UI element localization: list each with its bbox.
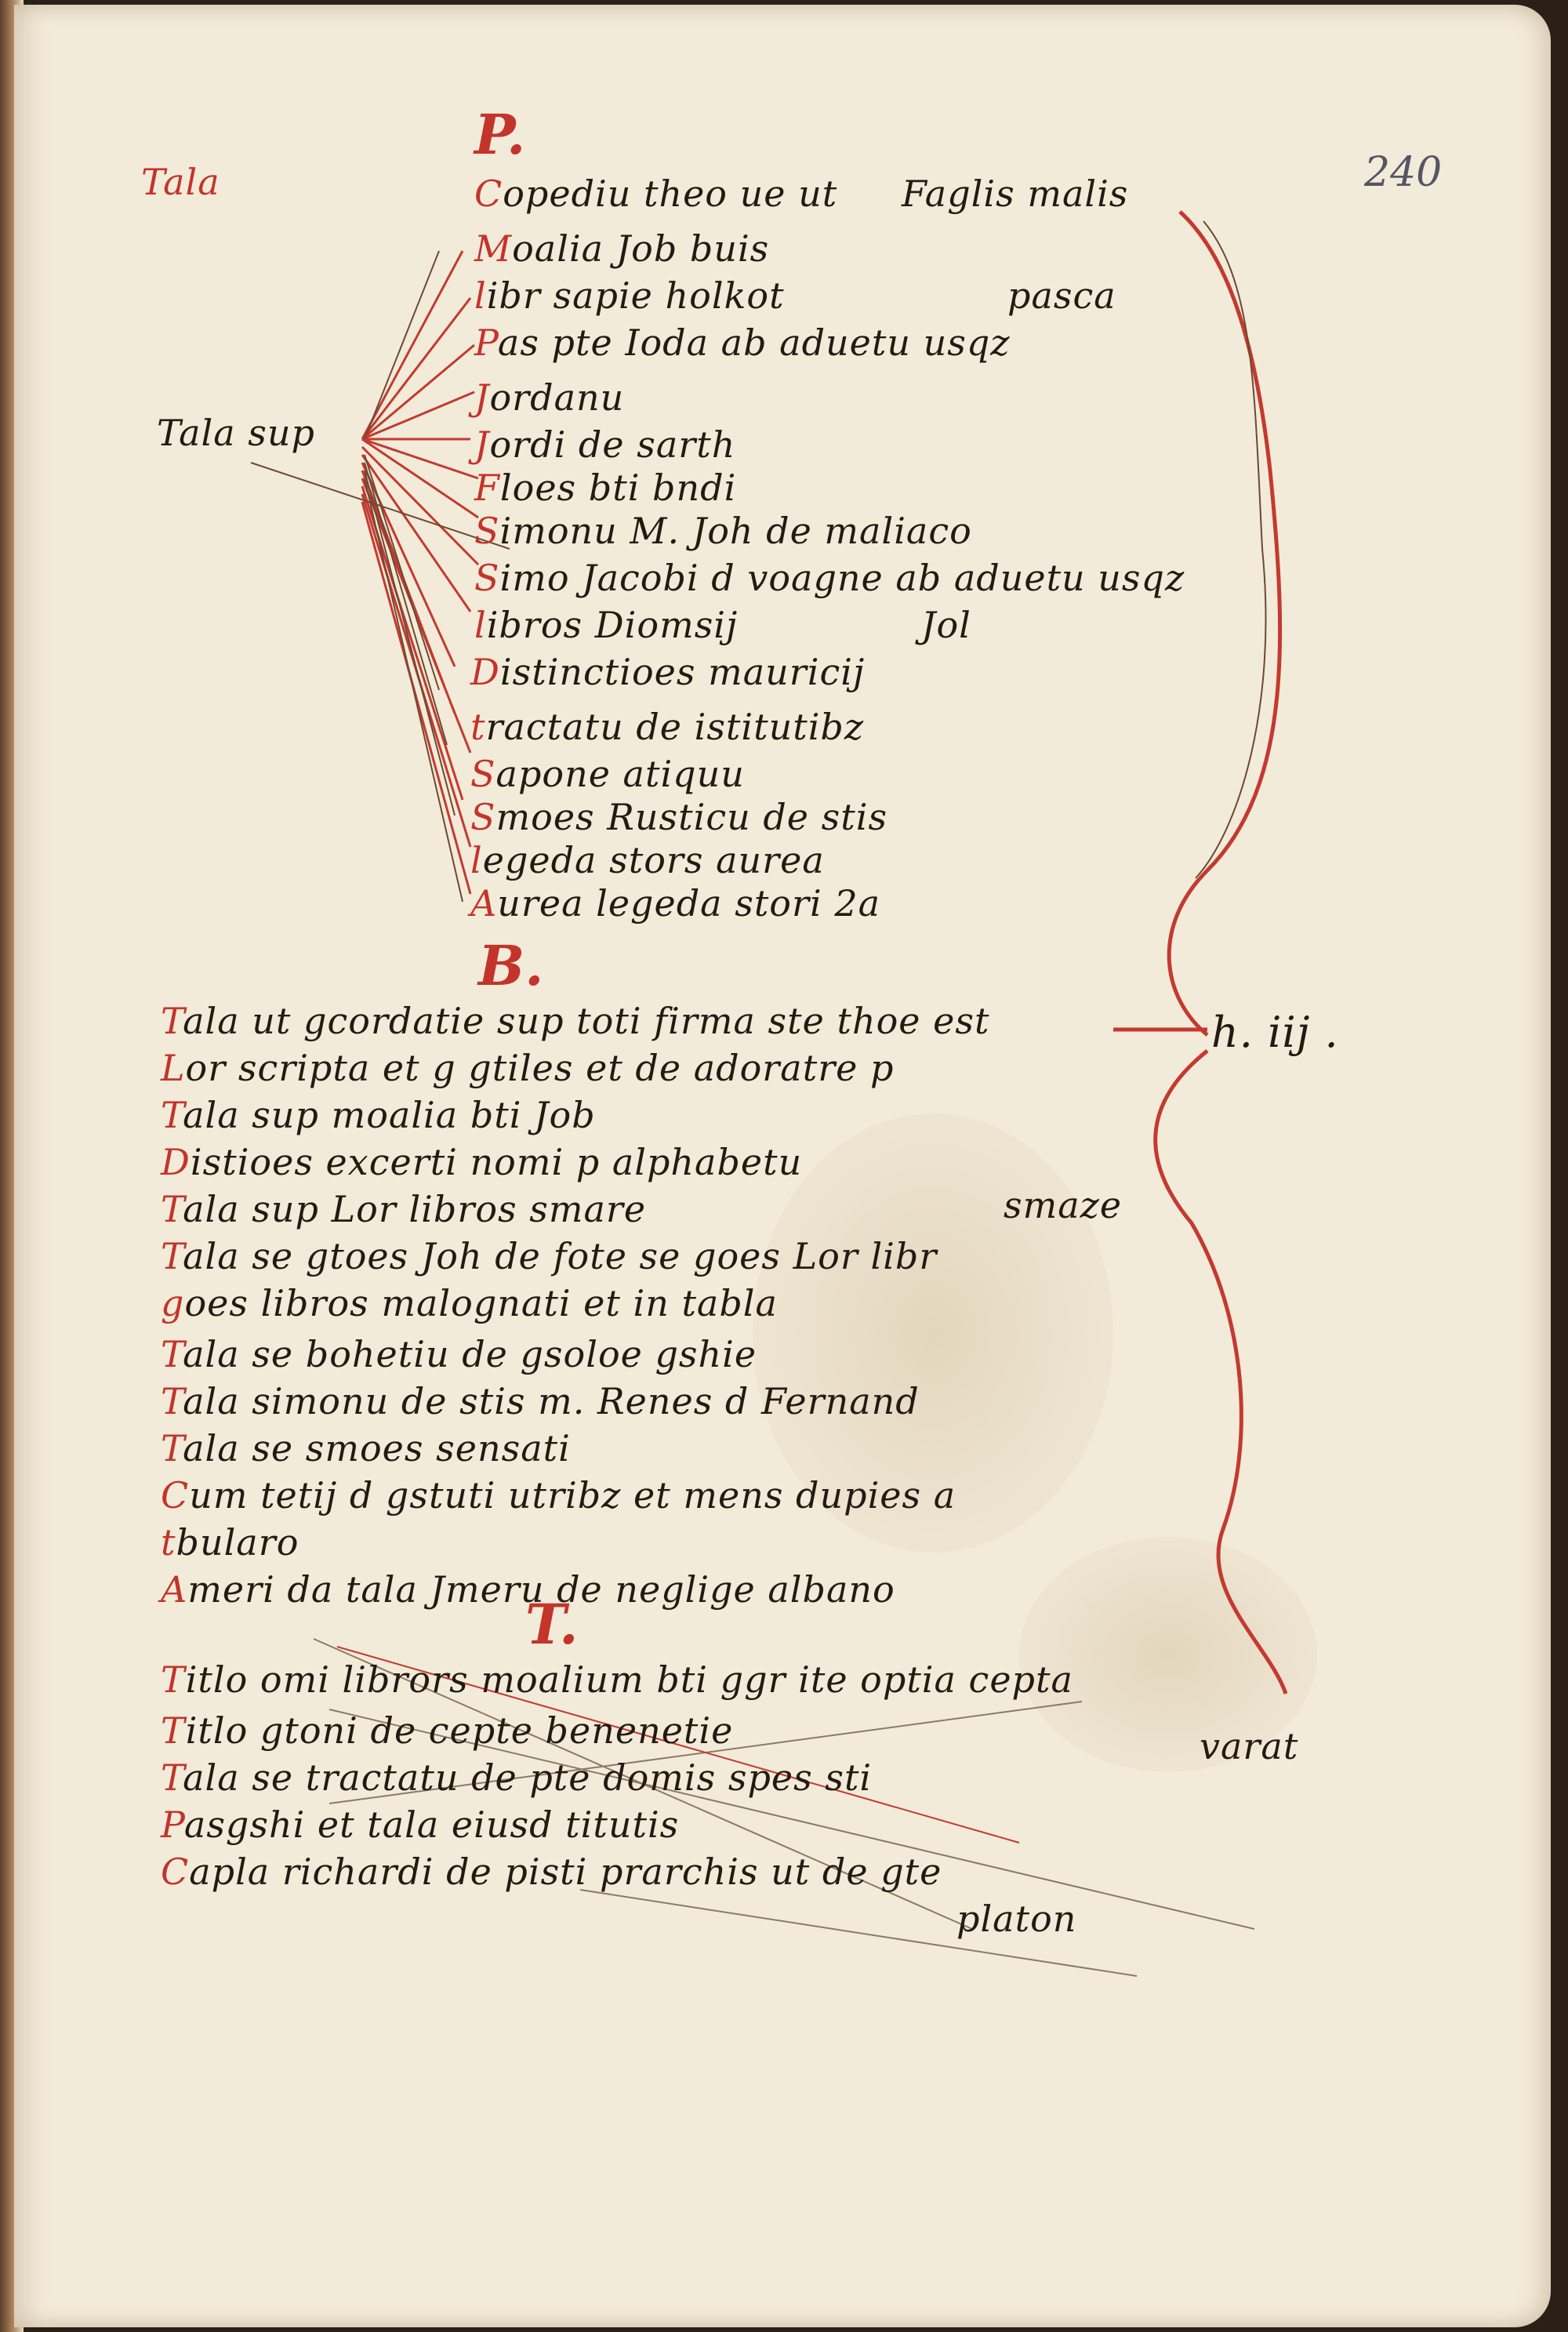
- rubricated-initial: T: [161, 1427, 183, 1469]
- section-letter-b: B.: [478, 933, 544, 998]
- rubricated-initial: D: [161, 1141, 191, 1183]
- section-p-entry: Floes bti bndi: [474, 467, 737, 509]
- section-b-entry: Tala se bohetiu de gsoloe gshie: [161, 1333, 757, 1375]
- rubricated-initial: g: [161, 1282, 185, 1324]
- rubricated-initial: A: [161, 1568, 188, 1611]
- section-p-entry: Distinctioes mauricij: [470, 651, 866, 693]
- section-p-entry: libros Diomsij: [474, 604, 739, 646]
- left-label-main: Tala sup: [157, 412, 315, 454]
- section-p-entry: Moalia Job buis: [474, 227, 770, 270]
- rubricated-initial: T: [161, 1235, 183, 1277]
- rubricated-initial: l: [470, 839, 483, 881]
- section-p-entry: Copediu theo ue ut: [474, 173, 838, 215]
- rubricated-initial: C: [161, 1474, 190, 1517]
- rubricated-initial: S: [474, 557, 500, 599]
- fan-strokes: [361, 250, 480, 895]
- rubricated-initial: T: [161, 1709, 186, 1752]
- rubricated-initial: l: [474, 604, 487, 646]
- margin-note: Faglis malis: [902, 173, 1129, 215]
- side-mark: h. iij .: [1211, 1008, 1339, 1057]
- ink-brace: [1195, 220, 1267, 879]
- rubricated-initial: T: [161, 1188, 183, 1230]
- section-bt-brace: [1153, 1049, 1288, 1695]
- section-t-entry: Pasgshi et tala eiusd titutis: [161, 1803, 680, 1846]
- section-t-entry: Capla richardi de pisti prarchis ut de g…: [161, 1851, 942, 1893]
- section-p-entry: Jordi de sarth: [474, 423, 736, 466]
- margin-note: Jol: [921, 604, 971, 646]
- rubricated-initial: T: [161, 1333, 183, 1375]
- rubricated-initial: T: [161, 1658, 186, 1701]
- rubricated-initial: T: [161, 1094, 183, 1136]
- margin-note: platon: [956, 1898, 1077, 1940]
- manuscript-page: [14, 5, 1551, 2327]
- margin-note: pasca: [1007, 274, 1116, 317]
- left-label-top: Tala: [141, 161, 220, 203]
- section-t-entry: Titlo omi librors moalium bti ggr ite op…: [161, 1658, 1073, 1701]
- section-t-entry: Tala se tractatu de pte domis spes sti: [161, 1756, 873, 1799]
- section-p-entry: Jordanu: [474, 376, 625, 419]
- cancellation-strokes-red: [336, 1646, 1020, 1843]
- section-p-entry: legeda stors aurea: [470, 839, 825, 881]
- section-b-entry: Distioes excerti nomi p alphabetu: [161, 1141, 803, 1183]
- section-letter-t: T.: [525, 1592, 579, 1657]
- section-b-entry: Lor scripta et g gtiles et de adoratre p: [161, 1047, 895, 1089]
- section-p-entry: Pas pte Ioda ab aduetu usqz: [474, 321, 1011, 364]
- rubricated-initial: C: [161, 1851, 190, 1893]
- fan-strokes-ink: [250, 250, 510, 903]
- section-b-entry: Tala sup Lor libros smare: [161, 1188, 647, 1230]
- rubricated-initial: J: [474, 376, 490, 419]
- rubricated-initial: T: [161, 1000, 183, 1042]
- rubricated-initial: S: [470, 753, 496, 795]
- section-p-entry: Smoes Rusticu de stis: [470, 796, 888, 838]
- section-p-entry: Sapone atiquu: [470, 753, 745, 795]
- rubricated-initial: t: [161, 1521, 176, 1564]
- cancellation-strokes: [313, 1638, 1255, 1977]
- rubricated-initial: J: [474, 423, 490, 466]
- section-b-entry: Cum tetij d gstuti utribz et mens dupies…: [161, 1474, 956, 1517]
- rubricated-initial: S: [474, 510, 500, 552]
- rubricated-initial: P: [474, 321, 498, 364]
- margin-note: varat: [1200, 1725, 1299, 1767]
- section-b-entry: Tala ut gcordatie sup toti firma ste tho…: [161, 1000, 990, 1042]
- section-p-entry: Aurea legeda stori 2a: [470, 882, 881, 924]
- margin-note: smaze: [1004, 1184, 1123, 1226]
- rubricated-initial: M: [474, 227, 513, 270]
- section-letter-p: P.: [474, 102, 526, 167]
- rubricated-initial: A: [470, 882, 498, 924]
- section-b-entry: tbularo: [161, 1521, 299, 1564]
- rubricated-initial: t: [470, 706, 486, 748]
- section-p-entry: libr sapie holkot: [474, 274, 785, 317]
- section-t-entry: Titlo gtoni de cepte benenetie: [161, 1709, 734, 1752]
- rubricated-initial: L: [161, 1047, 186, 1089]
- rubricated-initial: F: [474, 467, 500, 509]
- section-b-entry: Tala se gtoes Joh de fote se goes Lor li…: [161, 1235, 938, 1277]
- rubricated-initial: S: [470, 796, 496, 838]
- section-p-entry: Simonu M. Joh de maliaco: [474, 510, 972, 552]
- section-b-entry: Ameri da tala Jmeru de neglige albano: [161, 1568, 895, 1611]
- section-b-entry: Tala sup moalia bti Job: [161, 1094, 596, 1136]
- rubricated-initial: P: [161, 1803, 184, 1846]
- section-b-entry: Tala se smoes sensati: [161, 1427, 571, 1469]
- rubricated-initial: D: [470, 651, 500, 693]
- rubricated-initial: T: [161, 1756, 183, 1799]
- rubricated-initial: l: [474, 274, 487, 317]
- section-b-entry: Tala simonu de stis m. Renes d Fernand: [161, 1380, 920, 1422]
- section-p-entry: tractatu de istitutibz: [470, 706, 865, 748]
- section-b-entry: goes libros malognati et in tabla: [161, 1282, 778, 1324]
- section-p-brace: [1167, 210, 1283, 1037]
- paper-stain: [1019, 1537, 1317, 1772]
- rubricated-initial: C: [474, 173, 503, 215]
- section-p-entry: Simo Jacobi d voagne ab aduetu usqz: [474, 557, 1185, 599]
- folio-number: 240: [1364, 149, 1443, 196]
- rubricated-initial: T: [161, 1380, 183, 1422]
- paper-stain: [753, 1113, 1113, 1553]
